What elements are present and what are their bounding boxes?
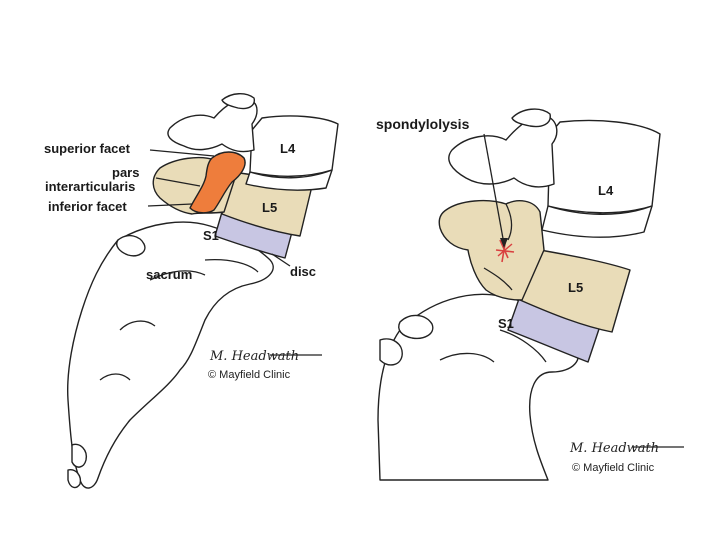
left-sacrum-inner — [99, 258, 259, 381]
left-coccyx — [67, 443, 87, 489]
left-label-pars-1: pars — [112, 165, 139, 180]
fracture-line-4 — [497, 243, 513, 257]
left-leader-pars — [155, 177, 201, 187]
left-sacrum-ala — [116, 234, 146, 257]
left-label-l5: L5 — [262, 200, 277, 215]
left-signature: M. Headwath — [209, 349, 299, 364]
left-leader-superior-facet — [149, 149, 215, 157]
right-label-spondylolysis: spondylolysis — [376, 116, 470, 132]
right-diagram: spondylolysis L4 L5 S1 M. Headwath © May… — [376, 108, 684, 481]
left-label-pars-2: interarticularis — [45, 179, 135, 194]
right-l4-lower-rim — [541, 205, 653, 238]
right-l4-spinous — [511, 108, 551, 128]
right-signature: M. Headwath — [569, 441, 659, 456]
left-l4-posterior — [167, 98, 258, 153]
right-sacrum-notch — [379, 338, 403, 366]
left-l4-spinous — [221, 93, 255, 110]
left-pars-interarticularis — [189, 151, 246, 214]
right-l4-body — [547, 119, 661, 214]
right-sacrum-ala — [398, 314, 434, 340]
right-l4-posterior — [448, 115, 558, 188]
left-l4-lower-rim — [245, 169, 333, 191]
left-label-superior-facet: superior facet — [44, 141, 131, 156]
left-leader-disc — [271, 253, 291, 267]
right-label-s1: S1 — [498, 316, 514, 331]
right-l5-facet-outline — [483, 203, 513, 291]
left-label-inferior-facet: inferior facet — [48, 199, 127, 214]
right-l5-posterior — [438, 199, 545, 301]
left-leader-inferior-facet — [147, 203, 193, 207]
right-l5-body — [519, 249, 631, 333]
left-diagram: superior facet pars interarticularis inf… — [44, 93, 339, 489]
right-leader-spondylolysis — [483, 133, 505, 245]
right-leader-arrowhead — [500, 238, 508, 248]
right-label-l4: L4 — [598, 183, 614, 198]
right-label-l5: L5 — [568, 280, 583, 295]
right-credit: © Mayfield Clinic — [572, 462, 655, 474]
left-label-disc: disc — [290, 264, 316, 279]
fracture-line-3 — [495, 249, 515, 253]
left-label-sacrum: sacrum — [146, 267, 192, 282]
left-credit: © Mayfield Clinic — [208, 369, 291, 381]
right-sacrum-inner — [439, 329, 547, 363]
left-label-l4: L4 — [280, 141, 296, 156]
left-label-s1: S1 — [203, 228, 219, 243]
